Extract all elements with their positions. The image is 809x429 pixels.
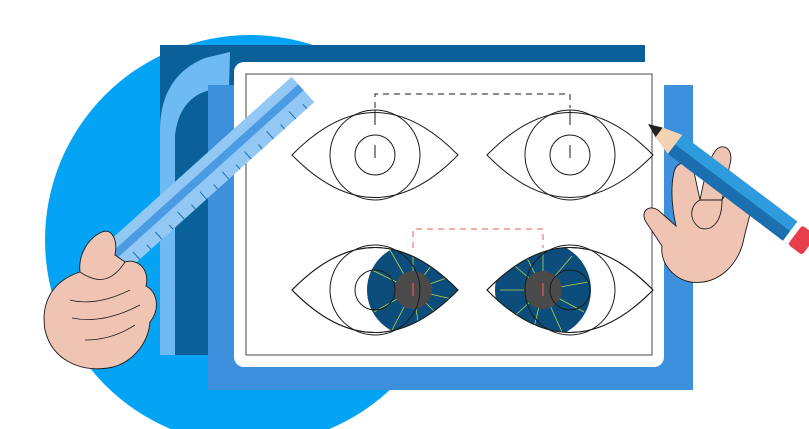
bottom-measure-bracket [412, 228, 544, 248]
pencil-icon [648, 124, 809, 254]
top-measure-bracket [374, 93, 571, 108]
left-hand-icon [43, 230, 157, 370]
eye-top-right [486, 109, 654, 201]
ruler-icon [105, 76, 315, 270]
eye-bottom-left [291, 244, 459, 336]
right-thumb [691, 199, 723, 230]
eye-bottom-right [486, 244, 654, 336]
eye-top-left [291, 109, 459, 201]
